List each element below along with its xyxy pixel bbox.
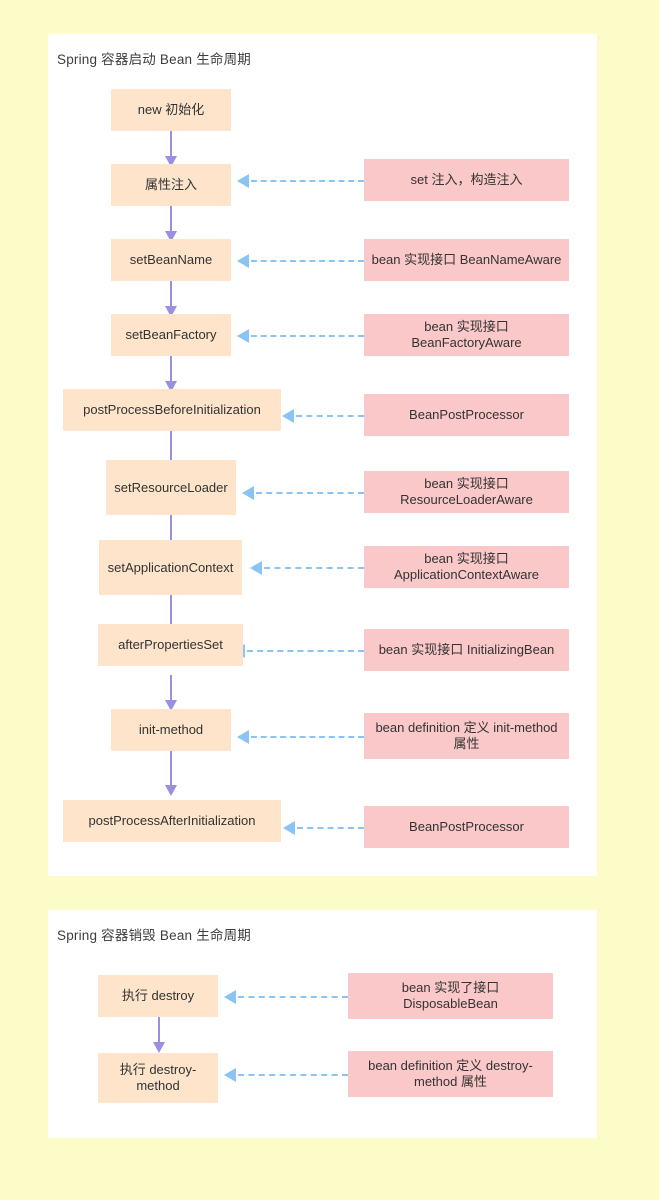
flow-node-property-injection[interactable]: 属性注入	[111, 164, 231, 206]
note-connector-4	[296, 415, 364, 417]
flow-node-after-properties-set[interactable]: afterPropertiesSet	[98, 624, 243, 666]
flow-arrowhead-9	[165, 785, 177, 796]
destroy-flow-node-destroy[interactable]: 执行 destroy	[98, 975, 218, 1017]
flow-connector-4	[170, 356, 172, 381]
destroy-note-arrowhead-1	[224, 990, 236, 1004]
flow-connector-1	[170, 131, 172, 156]
note-arrowhead-2	[237, 254, 249, 268]
startup-lifecycle-panel: Spring 容器启动 Bean 生命周期	[48, 34, 597, 876]
flow-arrowhead-1	[165, 156, 177, 167]
note-node-setter-constructor-injection[interactable]: set 注入，构造注入	[364, 159, 569, 201]
note-arrowhead-6	[250, 561, 262, 575]
flow-connector-9	[170, 750, 172, 785]
flow-connector-2	[170, 206, 172, 231]
flow-arrowhead-8	[165, 700, 177, 711]
flow-arrowhead-4	[165, 381, 177, 392]
flow-connector-8	[170, 675, 172, 700]
note-connector-1	[251, 180, 364, 182]
flow-node-set-resource-loader[interactable]: setResourceLoader	[106, 460, 236, 515]
note-arrowhead-1	[237, 174, 249, 188]
note-node-bean-post-processor-after[interactable]: BeanPostProcessor	[364, 806, 569, 848]
note-node-init-method-attribute[interactable]: bean definition 定义 init-method 属性	[364, 713, 569, 759]
note-connector-9	[297, 827, 364, 829]
note-connector-7	[247, 650, 364, 652]
flow-node-init-method[interactable]: init-method	[111, 709, 231, 751]
note-node-initializing-bean[interactable]: bean 实现接口 InitializingBean	[364, 629, 569, 671]
destroy-note-node-destroy-method-attribute[interactable]: bean definition 定义 destroy-method 属性	[348, 1051, 553, 1097]
note-arrowhead-8	[237, 730, 249, 744]
note-node-application-context-aware[interactable]: bean 实现接口 ApplicationContextAware	[364, 546, 569, 588]
note-arrowhead-5	[242, 486, 254, 500]
destroy-note-node-disposable-bean[interactable]: bean 实现了接口 DisposableBean	[348, 973, 553, 1019]
note-connector-3	[251, 335, 364, 337]
note-node-bean-factory-aware[interactable]: bean 实现接口 BeanFactoryAware	[364, 314, 569, 356]
note-connector-5	[256, 492, 364, 494]
destroy-panel-title: Spring 容器销毁 Bean 生命周期	[57, 928, 252, 943]
note-connector-2	[251, 260, 364, 262]
flow-connector-3	[170, 281, 172, 306]
flow-connector-6	[170, 515, 172, 540]
flow-arrowhead-3	[165, 306, 177, 317]
note-arrowhead-4	[282, 409, 294, 423]
flow-node-set-bean-factory[interactable]: setBeanFactory	[111, 314, 231, 356]
destroy-note-connector-2	[238, 1074, 348, 1076]
note-node-bean-name-aware[interactable]: bean 实现接口 BeanNameAware	[364, 239, 569, 281]
flow-node-set-application-context[interactable]: setApplicationContext	[99, 540, 242, 595]
flow-node-set-bean-name[interactable]: setBeanName	[111, 239, 231, 281]
flow-node-new-init[interactable]: new 初始化	[111, 89, 231, 131]
flow-connector-7	[170, 595, 172, 624]
note-connector-8	[251, 736, 364, 738]
destroy-note-connector-1	[238, 996, 348, 998]
note-arrowhead-9	[283, 821, 295, 835]
destroy-flow-node-destroy-method[interactable]: 执行 destroy-method	[98, 1053, 218, 1103]
destroy-flow-arrowhead-1	[153, 1042, 165, 1053]
destroy-note-arrowhead-2	[224, 1068, 236, 1082]
destroy-flow-connector-1	[158, 1017, 160, 1042]
destroy-diagram-canvas: 执行 destroy 执行 destroy-method bean 实现了接口 …	[48, 910, 597, 1138]
note-node-bean-post-processor-before[interactable]: BeanPostProcessor	[364, 394, 569, 436]
flow-arrowhead-2	[165, 231, 177, 242]
note-connector-6	[264, 567, 364, 569]
flow-connector-5	[170, 431, 172, 460]
flow-node-post-process-before-initialization[interactable]: postProcessBeforeInitialization	[63, 389, 281, 431]
note-node-resource-loader-aware[interactable]: bean 实现接口 ResourceLoaderAware	[364, 471, 569, 513]
note-arrowhead-3	[237, 329, 249, 343]
destroy-lifecycle-panel: Spring 容器销毁 Bean 生命周期 执行 destroy 执行 dest…	[48, 910, 597, 1138]
flow-node-post-process-after-initialization[interactable]: postProcessAfterInitialization	[63, 800, 281, 842]
startup-panel-title: Spring 容器启动 Bean 生命周期	[57, 52, 252, 67]
startup-diagram-canvas: new 初始化 属性注入 setBeanName setBeanFactory …	[48, 34, 597, 876]
